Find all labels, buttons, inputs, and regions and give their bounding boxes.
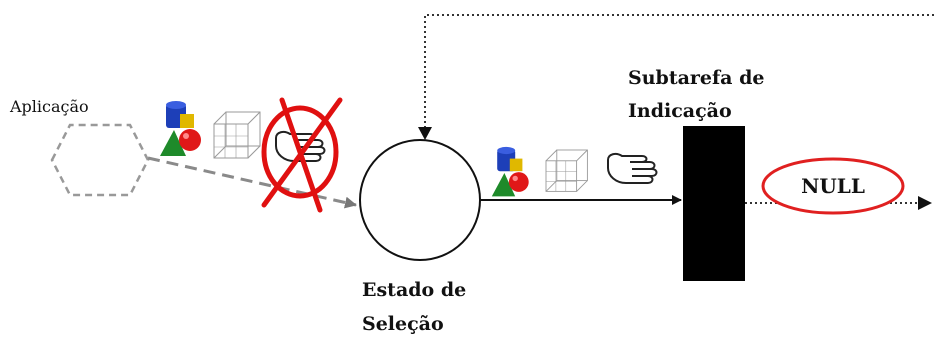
subtask-label-line2: Indicação [628,100,732,122]
feedback-loop-arrowhead [418,127,432,140]
application-to-state-arrow [147,156,357,209]
application-hexagon [50,123,150,197]
null-label: NULL [801,174,865,198]
cancel-icon [261,97,343,213]
state-label-line1: Estado de [362,279,466,301]
state-label-line2: Seleção [362,313,444,335]
output-arrowhead [918,196,932,210]
wireframe-cube-icon [213,111,261,159]
wireframe-cube-icon [545,149,588,192]
selection-state-circle [359,139,481,261]
hand-icon [607,152,658,184]
null-ellipse [761,157,905,215]
application-label: Aplicação [9,97,89,116]
objects-icon [491,146,529,197]
subtask-block [683,126,745,281]
subtask-label-line1: Subtarefa de [628,67,764,89]
objects-icon [160,101,201,156]
